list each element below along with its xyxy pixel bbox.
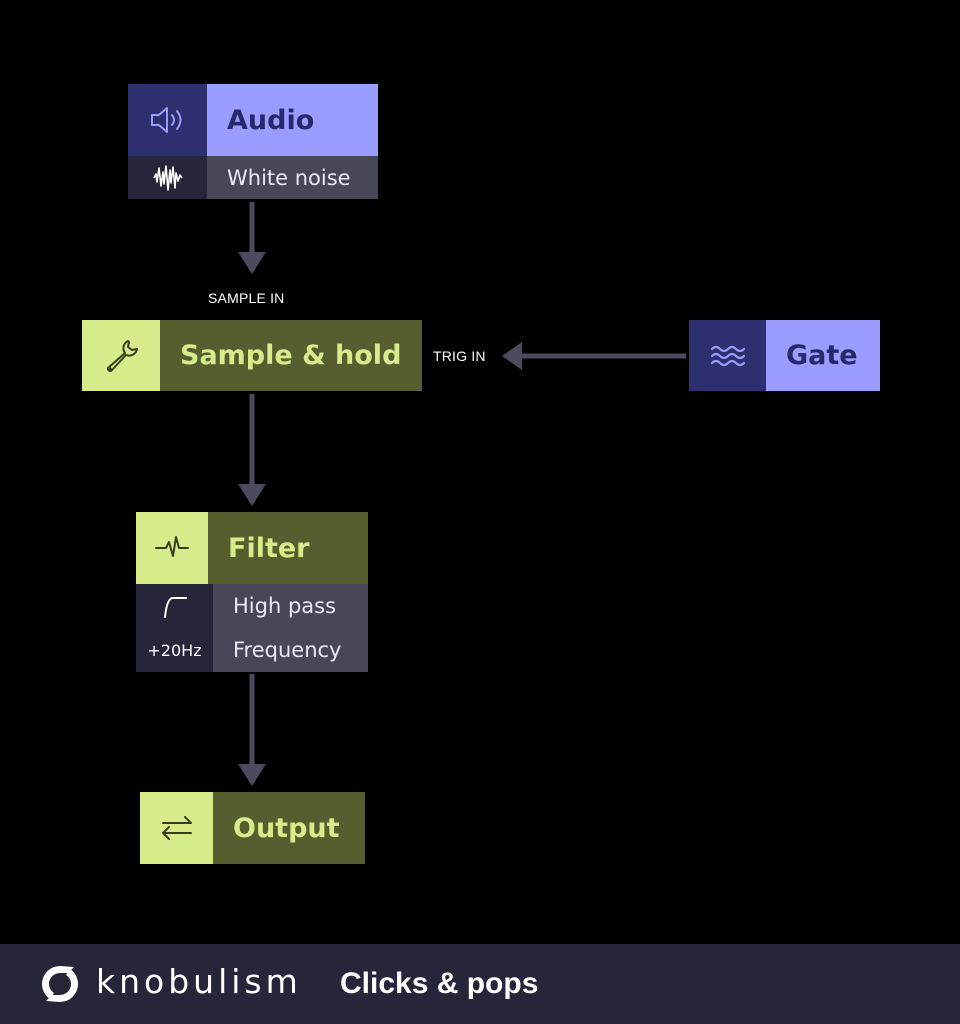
audio-node[interactable]: Audio White noise: [128, 84, 378, 199]
arrowhead-trig-in: [502, 342, 522, 370]
footer-title: Clicks & pops: [340, 967, 539, 1000]
output-title: Output: [213, 792, 365, 864]
connection-wires: [238, 202, 686, 786]
filter-frequency-value: +20Hz: [136, 628, 213, 672]
knobulism-logo-icon: [38, 963, 82, 1009]
arrowhead-filter-in: [238, 484, 266, 506]
sample-in-port-label: SAMPLE IN: [208, 290, 285, 306]
audio-source-label: White noise: [207, 156, 378, 199]
arrowhead-sample-in: [238, 252, 266, 274]
gate-node[interactable]: Gate: [689, 320, 880, 391]
gate-title: Gate: [766, 320, 880, 391]
filter-frequency-label: Frequency: [213, 628, 368, 672]
trig-in-port-label: TRIG IN: [433, 348, 486, 364]
output-node[interactable]: Output: [140, 792, 365, 864]
filter-node[interactable]: Filter High pass +20Hz Frequency: [136, 512, 368, 672]
speaker-icon: [128, 84, 207, 156]
high-pass-curve-icon: [136, 584, 213, 628]
arrowhead-output-in: [238, 764, 266, 786]
swap-arrows-icon: [140, 792, 213, 864]
sample-hold-node[interactable]: Sample & hold: [82, 320, 422, 391]
filter-title: Filter: [208, 512, 368, 584]
sample-hold-title: Sample & hold: [160, 320, 422, 391]
footer-bar: knobulism Clicks & pops: [0, 944, 960, 1024]
filter-type-label: High pass: [213, 584, 368, 628]
waves-icon: [689, 320, 766, 391]
audio-title: Audio: [207, 84, 378, 156]
pulse-icon: [136, 512, 208, 584]
waveform-noise-icon: [128, 156, 207, 199]
brand-name: knobulism: [96, 962, 302, 1001]
wrench-icon: [82, 320, 160, 391]
